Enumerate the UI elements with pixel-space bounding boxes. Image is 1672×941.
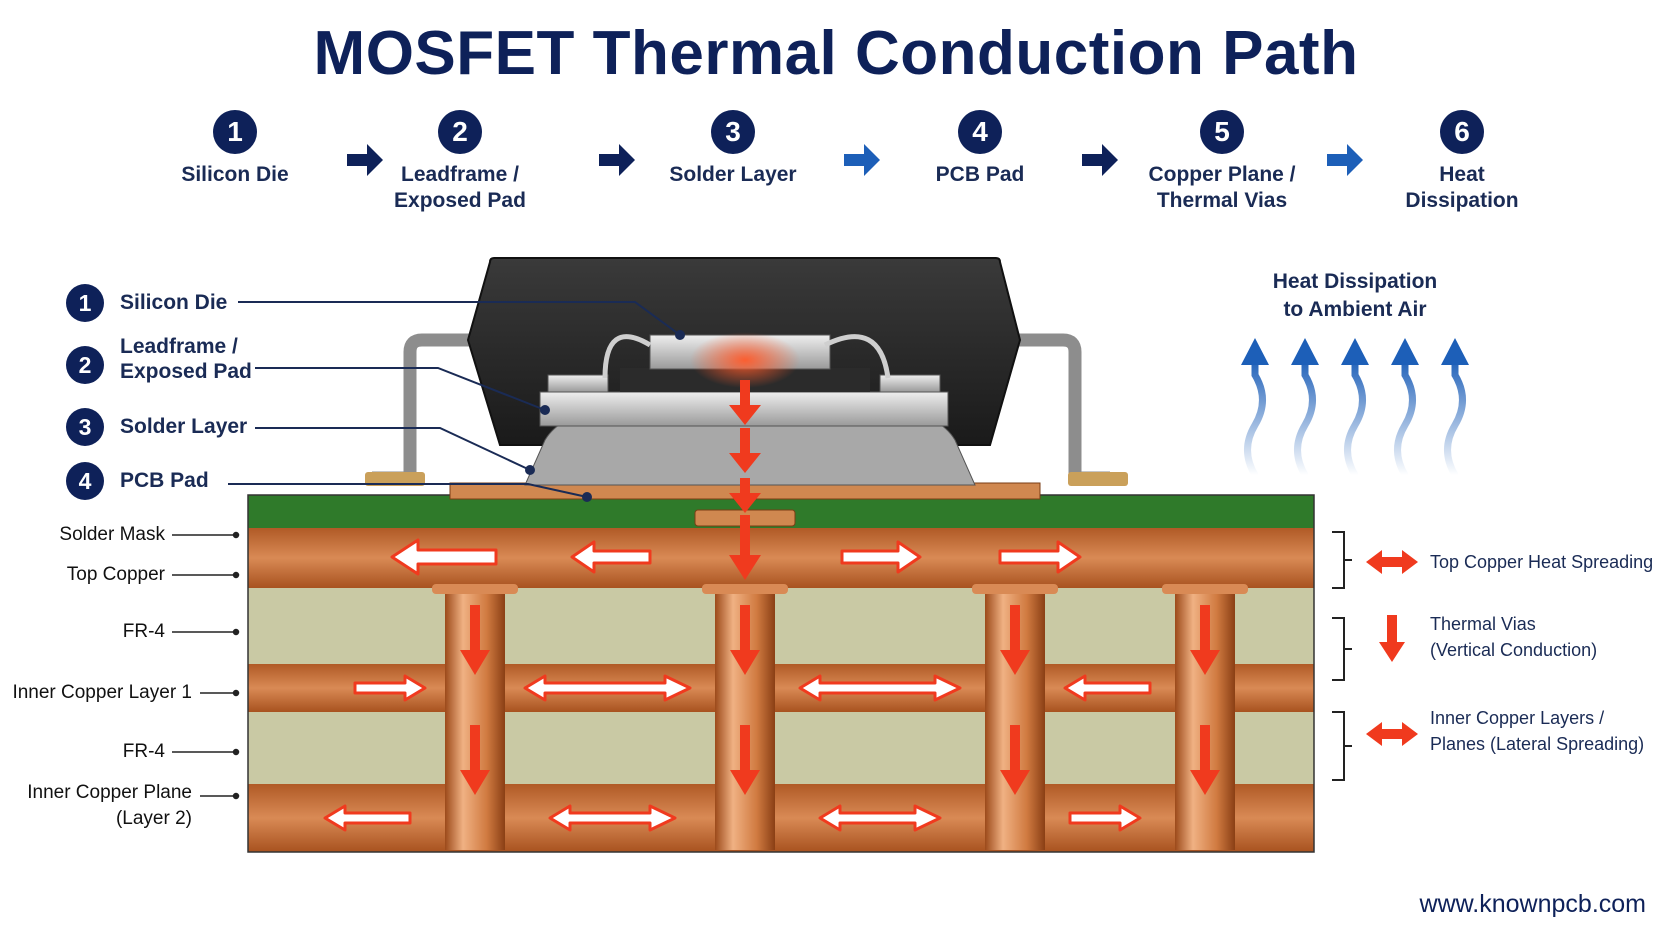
vertical-heat-arrow-icon bbox=[729, 380, 761, 580]
layer-label-fr4: FR-4 bbox=[122, 621, 165, 642]
fr4-layer-2 bbox=[248, 712, 1314, 784]
step-label: Copper Plane / Thermal Vias bbox=[1148, 163, 1296, 212]
step-arrow-icon bbox=[347, 144, 383, 176]
fr4-layer-1 bbox=[248, 588, 1314, 664]
step-heat-dissipation: 6 Heat Dissipation bbox=[1392, 110, 1532, 214]
step-number: 5 bbox=[1200, 110, 1244, 154]
step-copper-plane: 5 Copper Plane / Thermal Vias bbox=[1117, 110, 1327, 214]
callout-number: 1 bbox=[66, 284, 104, 322]
step-leadframe: 2 Leadframe / Exposed Pad bbox=[370, 110, 550, 214]
step-pcb-pad: 4 PCB Pad bbox=[880, 110, 1080, 188]
top-copper-spread-arrows bbox=[390, 538, 1082, 576]
legend-inner-layers: Inner Copper Layers / bbox=[1430, 708, 1605, 728]
step-number: 1 bbox=[213, 110, 257, 154]
layer-label-top-copper: Top Copper bbox=[66, 564, 165, 585]
ambient-air-label: Heat Dissipation to Ambient Air bbox=[1230, 268, 1480, 324]
callout-label: Silicon Die bbox=[120, 291, 228, 314]
layer-leaders bbox=[172, 531, 240, 800]
step-label: PCB Pad bbox=[935, 163, 1025, 186]
legend-double-arrow-icon bbox=[1366, 722, 1418, 746]
layer-label-inner-plane: Inner Copper Plane bbox=[27, 782, 192, 803]
step-label: Heat Dissipation bbox=[1405, 163, 1519, 212]
legend-top-copper: Top Copper Heat Spreading bbox=[1430, 552, 1654, 572]
ambient-arrow-heads bbox=[1241, 338, 1469, 365]
callout-number: 4 bbox=[66, 462, 104, 500]
step-arrow-icon bbox=[599, 144, 635, 176]
callout-number: 3 bbox=[66, 408, 104, 446]
layer-label-inner-copper-1: Inner Copper Layer 1 bbox=[12, 682, 192, 703]
legend-double-arrow-icon bbox=[1366, 550, 1418, 574]
step-arrow-icon bbox=[844, 144, 880, 176]
step-number: 2 bbox=[438, 110, 482, 154]
callout-leaders bbox=[228, 301, 685, 502]
step-number: 3 bbox=[711, 110, 755, 154]
via-down-arrows bbox=[460, 605, 1220, 795]
legend-down-arrow-icon bbox=[1379, 615, 1405, 662]
gull-wing-lead-left bbox=[372, 333, 480, 485]
callout-label: PCB Pad bbox=[120, 469, 209, 492]
callout-label: Solder Layer bbox=[120, 415, 248, 438]
website-url[interactable]: www.knownpcb.com bbox=[1419, 890, 1646, 918]
step-solder-layer: 3 Solder Layer bbox=[633, 110, 833, 188]
layer-label-inner-plane-sub: (Layer 2) bbox=[115, 808, 192, 829]
step-silicon-die: 1 Silicon Die bbox=[135, 110, 335, 188]
legend-brackets bbox=[1332, 531, 1352, 781]
step-label: Silicon Die bbox=[181, 163, 289, 186]
legend-inner-layers-sub: Planes (Lateral Spreading) bbox=[1430, 734, 1645, 754]
step-number: 6 bbox=[1440, 110, 1484, 154]
ambient-line-2: to Ambient Air bbox=[1283, 298, 1427, 321]
callout-number: 2 bbox=[66, 346, 104, 384]
legend-thermal-vias: Thermal Vias bbox=[1430, 614, 1536, 634]
step-number: 4 bbox=[958, 110, 1002, 154]
step-arrow-icon bbox=[1327, 144, 1363, 176]
inner-plane2-spread-arrows bbox=[323, 804, 1142, 832]
callout-label: Leadframe / Exposed Pad bbox=[120, 335, 252, 383]
ambient-line-1: Heat Dissipation bbox=[1272, 270, 1438, 293]
step-label: Solder Layer bbox=[669, 163, 797, 186]
legend-thermal-vias-sub: (Vertical Conduction) bbox=[1430, 640, 1598, 660]
layer-label-solder-mask: Solder Mask bbox=[59, 524, 165, 545]
step-label: Leadframe / Exposed Pad bbox=[394, 163, 526, 212]
page-title: MOSFET Thermal Conduction Path bbox=[313, 19, 1359, 88]
step-arrow-icon bbox=[1082, 144, 1118, 176]
gull-wing-lead-right bbox=[1010, 333, 1110, 485]
inner-layer1-spread-arrows bbox=[353, 674, 1152, 702]
ambient-air-arrows bbox=[1244, 354, 1466, 479]
layer-label-fr4: FR-4 bbox=[122, 741, 165, 762]
